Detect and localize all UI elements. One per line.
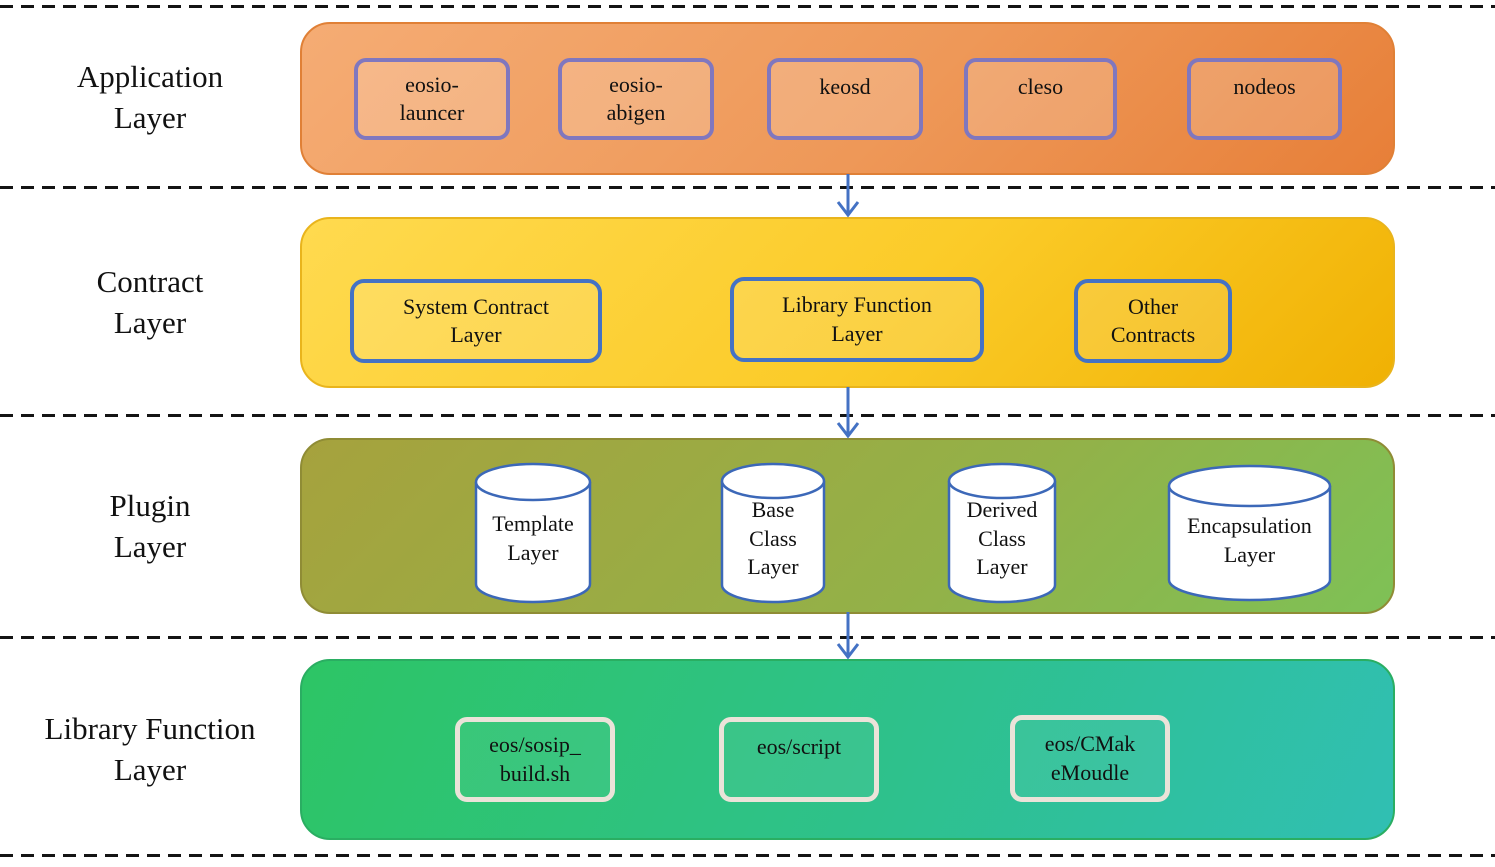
node-eos-sosip-build-sh: eos/sosip_ build.sh — [455, 717, 615, 802]
application-layer-band: eosio- launcer eosio- abigen keosd cleso… — [300, 22, 1395, 175]
cylinder-label: Base Class Layer — [747, 497, 799, 580]
database-cylinder-icon — [720, 462, 826, 604]
cylinder-label: Derived Class Layer — [966, 497, 1038, 580]
cylinder-derived-class-layer: Derived Class Layer — [947, 462, 1057, 604]
application-layer-label: Application Layer — [76, 59, 224, 135]
node-eosio-abigen: eosio- abigen — [558, 58, 714, 140]
dashed-separator — [0, 186, 1495, 189]
cylinder-base-class-layer: Base Class Layer — [720, 462, 826, 604]
dashed-separator — [0, 636, 1495, 639]
node-eosio-launcer: eosio- launcer — [354, 58, 510, 140]
dashed-separator — [0, 414, 1495, 417]
plugin-layer-label: Plugin Layer — [109, 488, 191, 564]
node-eos-cmakemoudle: eos/CMak eMoudle — [1010, 715, 1170, 802]
dashed-separator — [0, 5, 1495, 8]
down-arrow-icon — [836, 612, 860, 660]
cylinder-label: Encapsulation Layer — [1187, 513, 1312, 567]
node-eos-script: eos/script — [719, 717, 879, 802]
down-arrow-icon — [836, 387, 860, 439]
library-function-layer-band: eos/sosip_ build.sh eos/script eos/CMak … — [300, 659, 1395, 840]
node-cleso: cleso — [964, 58, 1117, 140]
node-library-function-layer: Library Function Layer — [730, 277, 984, 362]
node-nodeos: nodeos — [1187, 58, 1342, 140]
plugin-layer-band: Template Layer Base Class Layer Derived … — [300, 438, 1395, 614]
cylinder-label: Template Layer — [492, 511, 574, 565]
cylinder-template-layer: Template Layer — [474, 462, 592, 604]
node-keosd: keosd — [767, 58, 923, 140]
contract-layer-label: Contract Layer — [96, 264, 204, 340]
node-system-contract-layer: System Contract Layer — [350, 279, 602, 363]
database-cylinder-icon — [947, 462, 1057, 604]
node-other-contracts: Other Contracts — [1074, 279, 1232, 363]
contract-layer-band: System Contract Layer Library Function L… — [300, 217, 1395, 388]
database-cylinder-icon — [474, 462, 592, 604]
down-arrow-icon — [836, 174, 860, 218]
database-cylinder-icon — [1167, 464, 1332, 602]
dashed-separator — [0, 854, 1495, 857]
library-function-layer-label: Library Function Layer — [44, 711, 256, 787]
cylinder-encapsulation-layer: Encapsulation Layer — [1167, 464, 1332, 602]
